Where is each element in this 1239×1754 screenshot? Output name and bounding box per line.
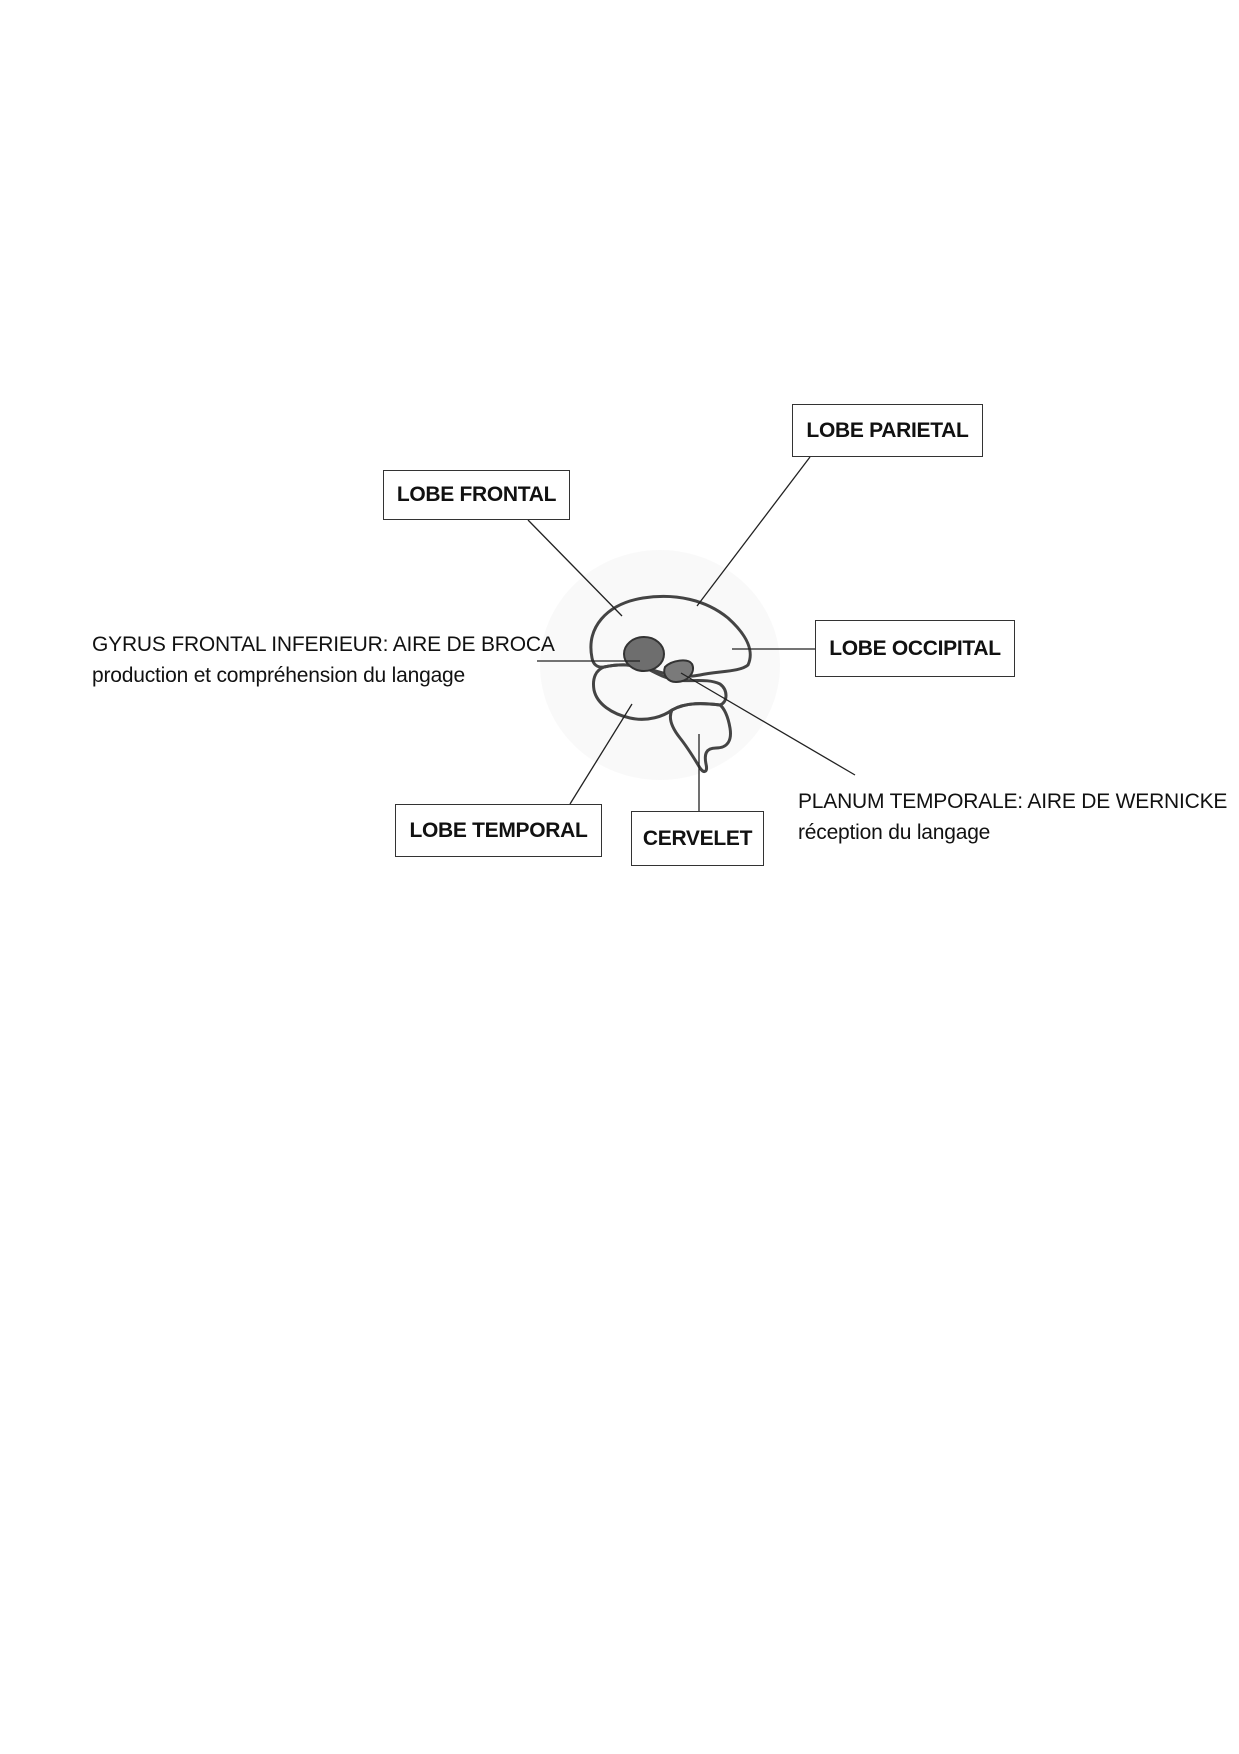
wernicke-area-marker [663, 659, 694, 684]
leader-line-parietal [696, 456, 811, 607]
cerebellum-outline [668, 702, 732, 773]
broca-area-marker [623, 636, 665, 672]
broca-area-title: GYRUS FRONTAL INFERIEUR: AIRE DE BROCA [92, 633, 555, 656]
label-lobe-temporal: LOBE TEMPORAL [395, 804, 602, 857]
label-lobe-occipital: LOBE OCCIPITAL [815, 620, 1015, 677]
wernicke-area-description: réception du langage [798, 821, 991, 844]
broca-area-description: production et compréhension du langage [92, 664, 466, 687]
leader-line-frontal [527, 519, 623, 617]
label-lobe-frontal: LOBE FRONTAL [383, 470, 570, 520]
label-lobe-parietal: LOBE PARIETAL [792, 404, 983, 457]
broca-area-annotation: GYRUS FRONTAL INFERIEUR: AIRE DE BROCA p… [92, 629, 555, 691]
leader-line-temporal [569, 703, 633, 805]
wernicke-area-title: PLANUM TEMPORALE: AIRE DE WERNICKE [798, 790, 1228, 813]
wernicke-area-annotation: PLANUM TEMPORALE: AIRE DE WERNICKE récep… [798, 786, 1227, 848]
label-cervelet: CERVELET [631, 811, 764, 866]
leader-line-wernicke [680, 672, 856, 776]
